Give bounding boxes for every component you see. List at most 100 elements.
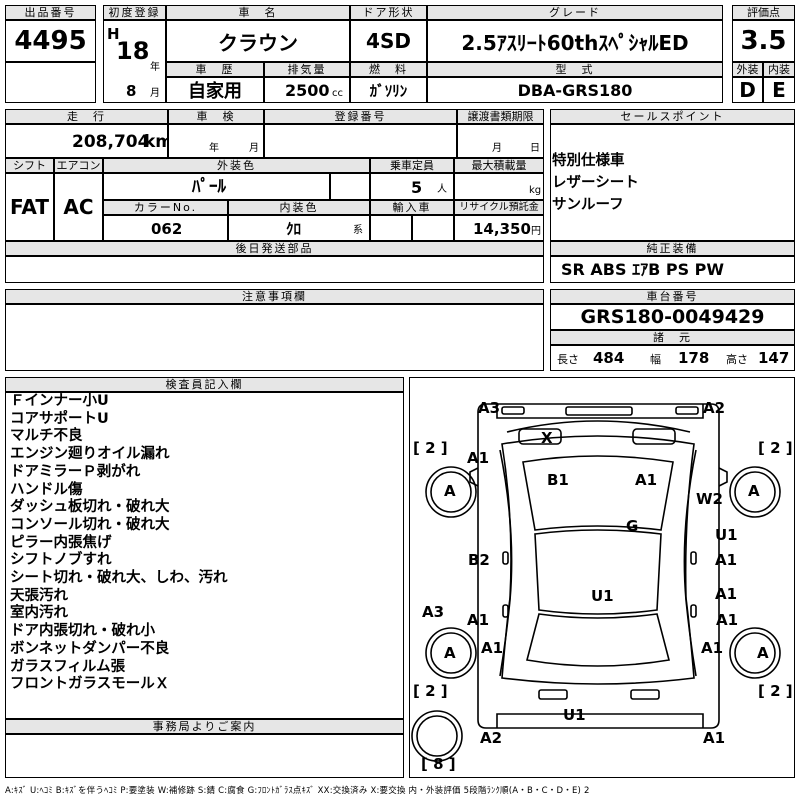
inspector-note: ピラー内張焦げ [10,534,112,551]
damage-label: A1 [467,611,490,629]
later-parts-cell [5,256,544,283]
displacement-cell: 2500 cc [264,77,350,103]
transfer-day-unit: 日 [530,143,540,154]
interior-color-cell: ｸﾛ 系 [228,215,370,241]
month-unit: 月 [150,88,160,99]
shift-type: FAT [10,195,49,219]
mileage-unit: km [144,132,174,152]
length-label: 長さ [557,353,579,366]
interior-color-header: 内装色 [228,200,370,215]
door-handle [502,604,509,618]
door-handle [690,604,697,618]
damage-label: A [444,482,456,500]
inspection-year-unit: 年 [209,143,219,154]
length: 484 [593,349,625,367]
mirror-right [718,467,728,487]
tire-rear-right-inner [734,632,776,674]
lot-number-blank [5,62,96,103]
front-bumper [496,404,704,419]
damage-label: [ 2 ] [758,439,793,457]
width-label: 幅 [650,353,661,366]
lot-number-header: 出品番号 [5,5,96,20]
lot-number: 4495 [14,26,87,56]
grade-header: グレード [427,5,723,20]
recycle-fee: 14,350 [473,220,531,238]
color-number: 062 [151,220,183,238]
damage-label: A2 [703,399,726,417]
capacity: 5 [411,178,423,197]
damage-label: W2 [696,490,723,508]
notes-cell [5,304,544,371]
chassis-number: GRS180-0049429 [580,306,765,328]
tire-rear-left-inner [430,632,472,674]
car-diagram-frame [409,377,795,778]
exterior-score-header: 外装 [732,62,763,77]
inspector-note: ドア内張切れ・破れ小 [10,623,155,640]
year-unit: 年 [150,62,160,73]
inspector-note: ダッシュ板切れ・破れ大 [10,499,170,516]
first-registration-cell: H 18 年 8 月 [103,20,166,103]
damage-label: A1 [716,611,739,629]
damage-label: [ 8 ] [421,755,456,773]
equipment-cell: SR ABS ｴｱB PS PW [550,256,795,283]
max-load-header: 最大積載量 [454,158,544,173]
rear-lamp-right [630,689,660,700]
inspector-note: Ｆインナー小U [10,393,109,409]
inspector-note: フロントガラスモールＸ [10,676,170,693]
car-name-cell: クラウン [166,20,350,62]
sales-point-3: サンルーフ [552,197,624,213]
damage-label: B2 [468,551,490,569]
inspector-note: ハンドル傷 [10,481,83,498]
side-line-left [499,449,513,677]
damage-label: [ 2 ] [413,439,448,457]
max-load-unit: kg [529,185,542,196]
sales-point-1: 特別仕様車 [552,153,625,169]
tire-front-right [729,466,781,518]
overall-score: 3.5 [740,26,787,56]
interior-color-unit: 系 [353,225,363,236]
equipment-header: 純正装備 [550,241,795,256]
color-number-header: カラーNo. [103,200,228,215]
headlight-right [632,428,676,445]
exterior-score: D [739,78,756,102]
damage-label: A3 [478,399,501,417]
headlight-left [518,428,562,445]
inspector-note: ガラスフィルム張 [10,658,126,675]
car-name-header: 車 名 [166,5,350,20]
tire-front-left [425,466,477,518]
fuel-cell: ｶﾞｿﾘﾝ [350,77,427,103]
displacement: 2500 [285,81,330,100]
interior-score-cell: E [763,77,795,103]
inspector-note: シフトノブすれ [10,552,112,569]
sales-point-2: レザーシート [552,175,639,191]
interior-color: ｸﾛ [286,220,302,238]
car-history: 自家用 [188,81,242,102]
shift-cell: FAT [5,173,54,241]
damage-label: A2 [480,729,503,747]
capacity-cell: 5 人 [370,173,454,200]
notes-header: 注意事項欄 [5,289,544,304]
inspection-cell: 年 月 [168,124,264,158]
inspector-note: ボンネットダンパー不良 [10,640,170,657]
office-notice-header: 事務局よりご案内 [5,719,404,734]
damage-label: B1 [547,471,569,489]
transfer-deadline-cell: 月 日 [457,124,544,158]
score-header: 評価点 [732,5,795,20]
capacity-header: 乗車定員 [370,158,454,173]
damage-label: U1 [563,706,586,724]
tire-rear-right [729,627,781,679]
model-code-cell: DBA-GRS180 [427,77,723,103]
mileage-header: 走 行 [5,109,168,124]
damage-label: A1 [701,639,724,657]
history-header: 車 歴 [166,62,264,77]
door-handle [690,551,697,565]
damage-label: A1 [715,551,738,569]
side-line-right [683,449,697,677]
displacement-unit: cc [332,88,343,99]
exterior-color-header: 外装色 [103,158,370,173]
tire-rear-left [425,627,477,679]
damage-label: A1 [715,585,738,603]
tire-front-right-inner [734,471,776,513]
exterior-color: ﾊﾟｰﾙ [192,177,226,197]
grade: 2.5ｱｽﾘｰﾄ60thｽﾍﾟｼｬﾙED [461,30,689,55]
